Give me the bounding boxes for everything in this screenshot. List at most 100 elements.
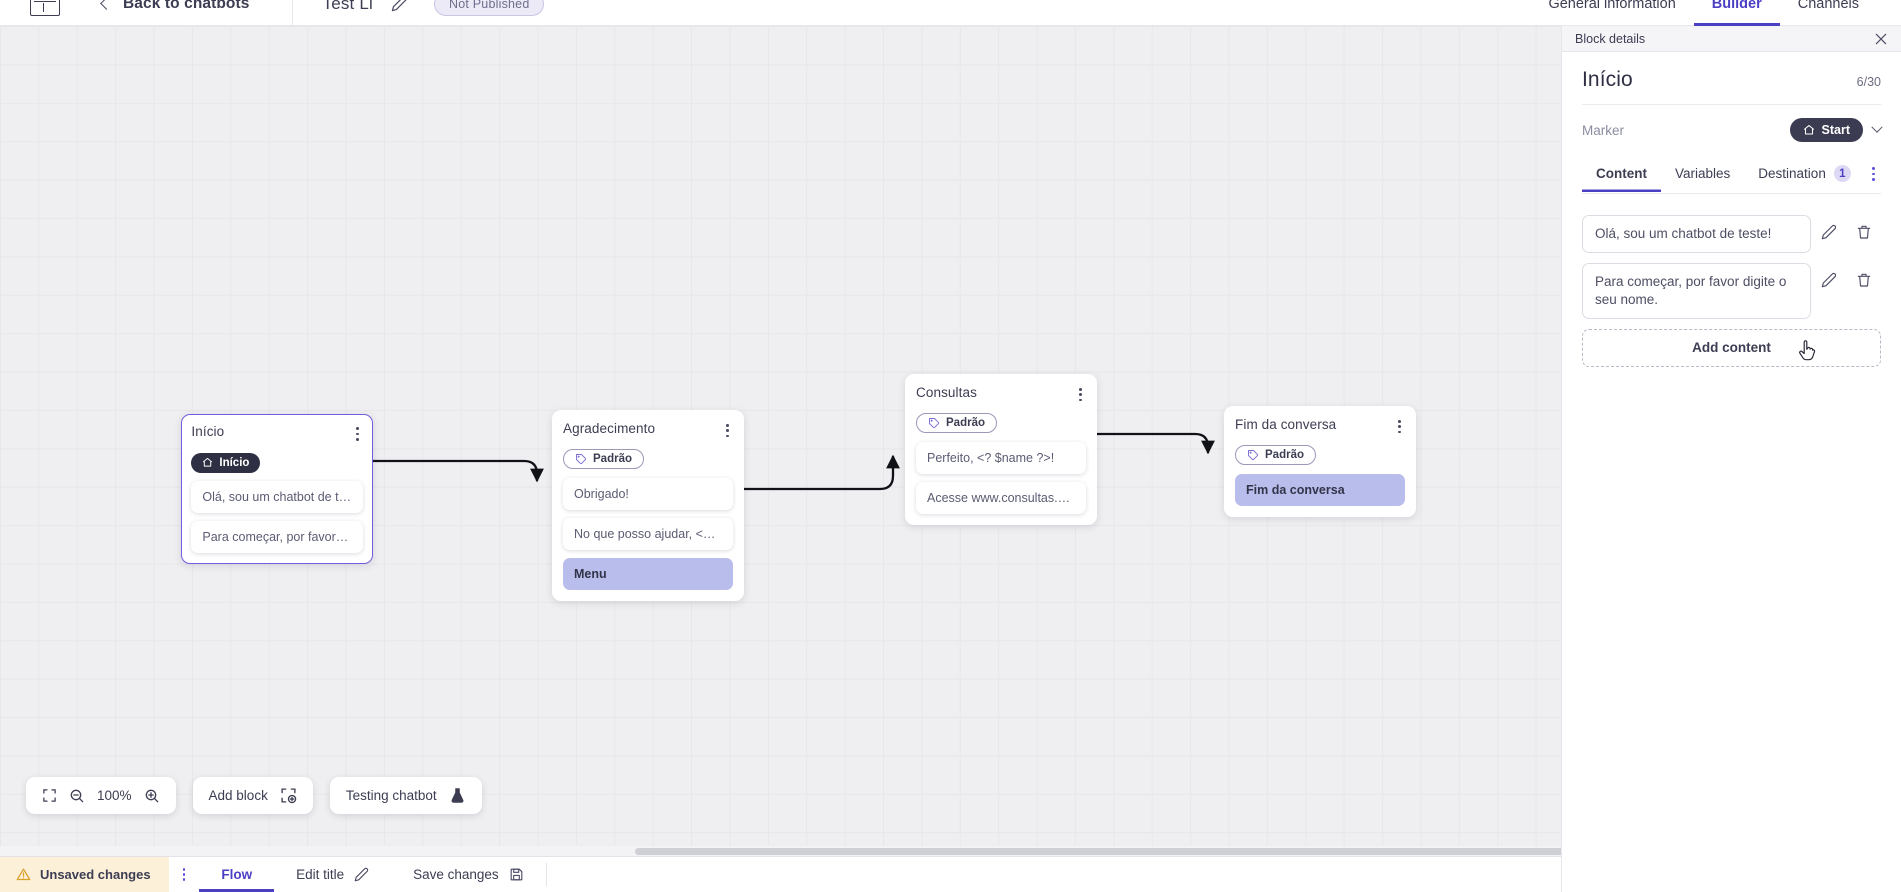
edit-title-label: Edit title (296, 867, 345, 882)
content-text[interactable]: Olá, sou um chatbot de teste! (1582, 215, 1811, 253)
statusbar-menu-kebab-icon[interactable] (169, 857, 200, 892)
delete-content-trash-icon[interactable] (1846, 263, 1881, 288)
marker-value-label: Start (1821, 123, 1850, 137)
node-message[interactable]: Obrigado! (563, 478, 733, 511)
node-menu-kebab-icon[interactable] (1394, 417, 1405, 436)
pencil-icon (354, 867, 369, 882)
header-tabs: General information Builder Channels (1530, 0, 1901, 26)
node-message[interactable]: No que posso ajudar, <? $name ... (563, 518, 733, 551)
panel-tab-destination[interactable]: Destination 1 (1744, 155, 1865, 193)
node-menu-kebab-icon[interactable] (722, 421, 733, 440)
marker-label: Marker (1582, 122, 1625, 138)
edge-consultas-to-fim (1086, 432, 1215, 455)
node-header: Início (191, 424, 362, 443)
node-message-highlight[interactable]: Fim da conversa (1235, 474, 1405, 507)
node-badge-default: Padrão (916, 413, 997, 434)
flow-canvas[interactable]: Início Início Olá, sou um chatbot de tes… (0, 26, 1561, 856)
canvas-toolbar: 100% Add block Testing chatbot (26, 777, 482, 814)
testing-chatbot-label: Testing chatbot (345, 788, 437, 803)
panel-tab-label: Content (1596, 166, 1647, 181)
save-changes-label: Save changes (413, 867, 499, 882)
zoom-control-group[interactable]: 100% (26, 777, 176, 814)
add-block-icon (280, 787, 297, 804)
flow-node-fim-da-conversa[interactable]: Fim da conversa Padrão Fim da conversa (1224, 406, 1416, 518)
edit-bot-title-pencil-icon[interactable] (391, 0, 408, 12)
back-to-chatbots-button[interactable]: Back to chatbots (100, 0, 250, 13)
chevron-left-icon (100, 0, 113, 10)
publish-status-badge: Not Published (434, 0, 545, 16)
node-title: Início (191, 424, 225, 440)
content-row: Olá, sou um chatbot de teste! (1582, 215, 1881, 253)
node-message[interactable]: Olá, sou um chatbot de teste! (191, 481, 363, 514)
delete-content-trash-icon[interactable] (1846, 215, 1881, 240)
edit-title-button[interactable]: Edit title (274, 857, 391, 892)
node-message[interactable]: Perfeito, <? $name ?>! (916, 442, 1086, 475)
unsaved-changes-badge: Unsaved changes (0, 857, 169, 892)
save-changes-button[interactable]: Save changes (391, 857, 546, 892)
tab-general-information[interactable]: General information (1548, 0, 1676, 12)
node-badge-label: Padrão (593, 453, 632, 466)
node-badge-default: Padrão (563, 449, 644, 470)
panel-tab-label: Variables (1675, 166, 1731, 181)
node-badge-label: Padrão (946, 417, 985, 430)
edge-inicio-to-agradecimento (373, 459, 544, 483)
block-details-panel: Block details Início 6/30 Marker Start (1561, 26, 1901, 892)
flask-icon (449, 787, 466, 804)
top-bar: Back to chatbots Test Li Not Published G… (0, 0, 1901, 26)
statusbar-tab-flow[interactable]: Flow (199, 857, 274, 892)
flow-node-inicio[interactable]: Início Início Olá, sou um chatbot de tes… (181, 414, 373, 564)
scrollbar-thumb[interactable] (635, 848, 1561, 855)
flow-node-consultas[interactable]: Consultas Padrão Perfeito, <? $name ?>! … (905, 374, 1097, 526)
destination-count-badge: 1 (1833, 165, 1851, 182)
add-block-label: Add block (208, 788, 268, 803)
tag-icon (576, 454, 587, 465)
node-title: Agradecimento (563, 421, 656, 436)
node-menu-kebab-icon[interactable] (1075, 385, 1086, 404)
home-icon (203, 458, 213, 467)
panel-header-label: Block details (1575, 31, 1646, 46)
header-divider (291, 0, 293, 26)
panel-block-title: Início (1582, 68, 1633, 91)
panel-block-count: 6/30 (1856, 75, 1881, 89)
tab-channels[interactable]: Channels (1797, 0, 1859, 12)
content-text[interactable]: Para começar, por favor digite o seu nom… (1582, 262, 1811, 319)
back-to-chatbots-label: Back to chatbots (123, 0, 250, 12)
testing-chatbot-button[interactable]: Testing chatbot (329, 777, 482, 814)
tab-builder[interactable]: Builder (1694, 0, 1780, 26)
node-message[interactable]: Acesse www.consultas.com par... (916, 482, 1086, 515)
node-title: Fim da conversa (1235, 417, 1337, 432)
marker-value-chip: Start (1789, 118, 1863, 142)
canvas-horizontal-scrollbar[interactable] (0, 846, 1561, 856)
flow-node-agradecimento[interactable]: Agradecimento Padrão Obrigado! No que po… (552, 410, 744, 602)
fit-screen-icon[interactable] (42, 788, 57, 803)
statusbar-divider (545, 863, 547, 886)
add-content-button[interactable]: Add content (1582, 328, 1881, 367)
content-list: Olá, sou um chatbot de teste! Para começ… (1582, 194, 1881, 367)
panel-tab-content[interactable]: Content (1582, 156, 1661, 192)
zoom-level-label: 100% (97, 788, 132, 803)
panel-tab-variables[interactable]: Variables (1661, 156, 1744, 192)
close-icon[interactable] (1874, 32, 1888, 46)
save-disk-icon (509, 867, 524, 882)
node-message[interactable]: Para começar, por favor digite o ... (191, 521, 363, 554)
panel-tabs: Content Variables Destination 1 (1582, 155, 1881, 194)
marker-select[interactable]: Start (1789, 118, 1883, 142)
node-menu-kebab-icon[interactable] (352, 424, 363, 443)
add-block-button[interactable]: Add block (192, 777, 313, 814)
zoom-in-icon[interactable] (144, 788, 160, 804)
app-logo-icon[interactable] (30, 0, 60, 16)
zoom-out-icon[interactable] (69, 788, 85, 804)
panel-tabs-menu-kebab-icon[interactable] (1866, 167, 1881, 181)
node-message-highlight[interactable]: Menu (563, 558, 733, 591)
node-header: Fim da conversa (1235, 417, 1405, 436)
panel-body: Início 6/30 Marker Start Content (1562, 52, 1901, 367)
node-badge-label: Padrão (1265, 449, 1304, 462)
edit-content-pencil-icon[interactable] (1811, 263, 1846, 288)
edit-content-pencil-icon[interactable] (1811, 215, 1846, 240)
chevron-down-icon[interactable] (1871, 121, 1883, 133)
panel-title-row: Início 6/30 (1582, 52, 1881, 105)
node-header: Agradecimento (563, 421, 733, 440)
edge-agradecimento-to-consultas (737, 454, 900, 491)
tag-icon (929, 418, 940, 429)
